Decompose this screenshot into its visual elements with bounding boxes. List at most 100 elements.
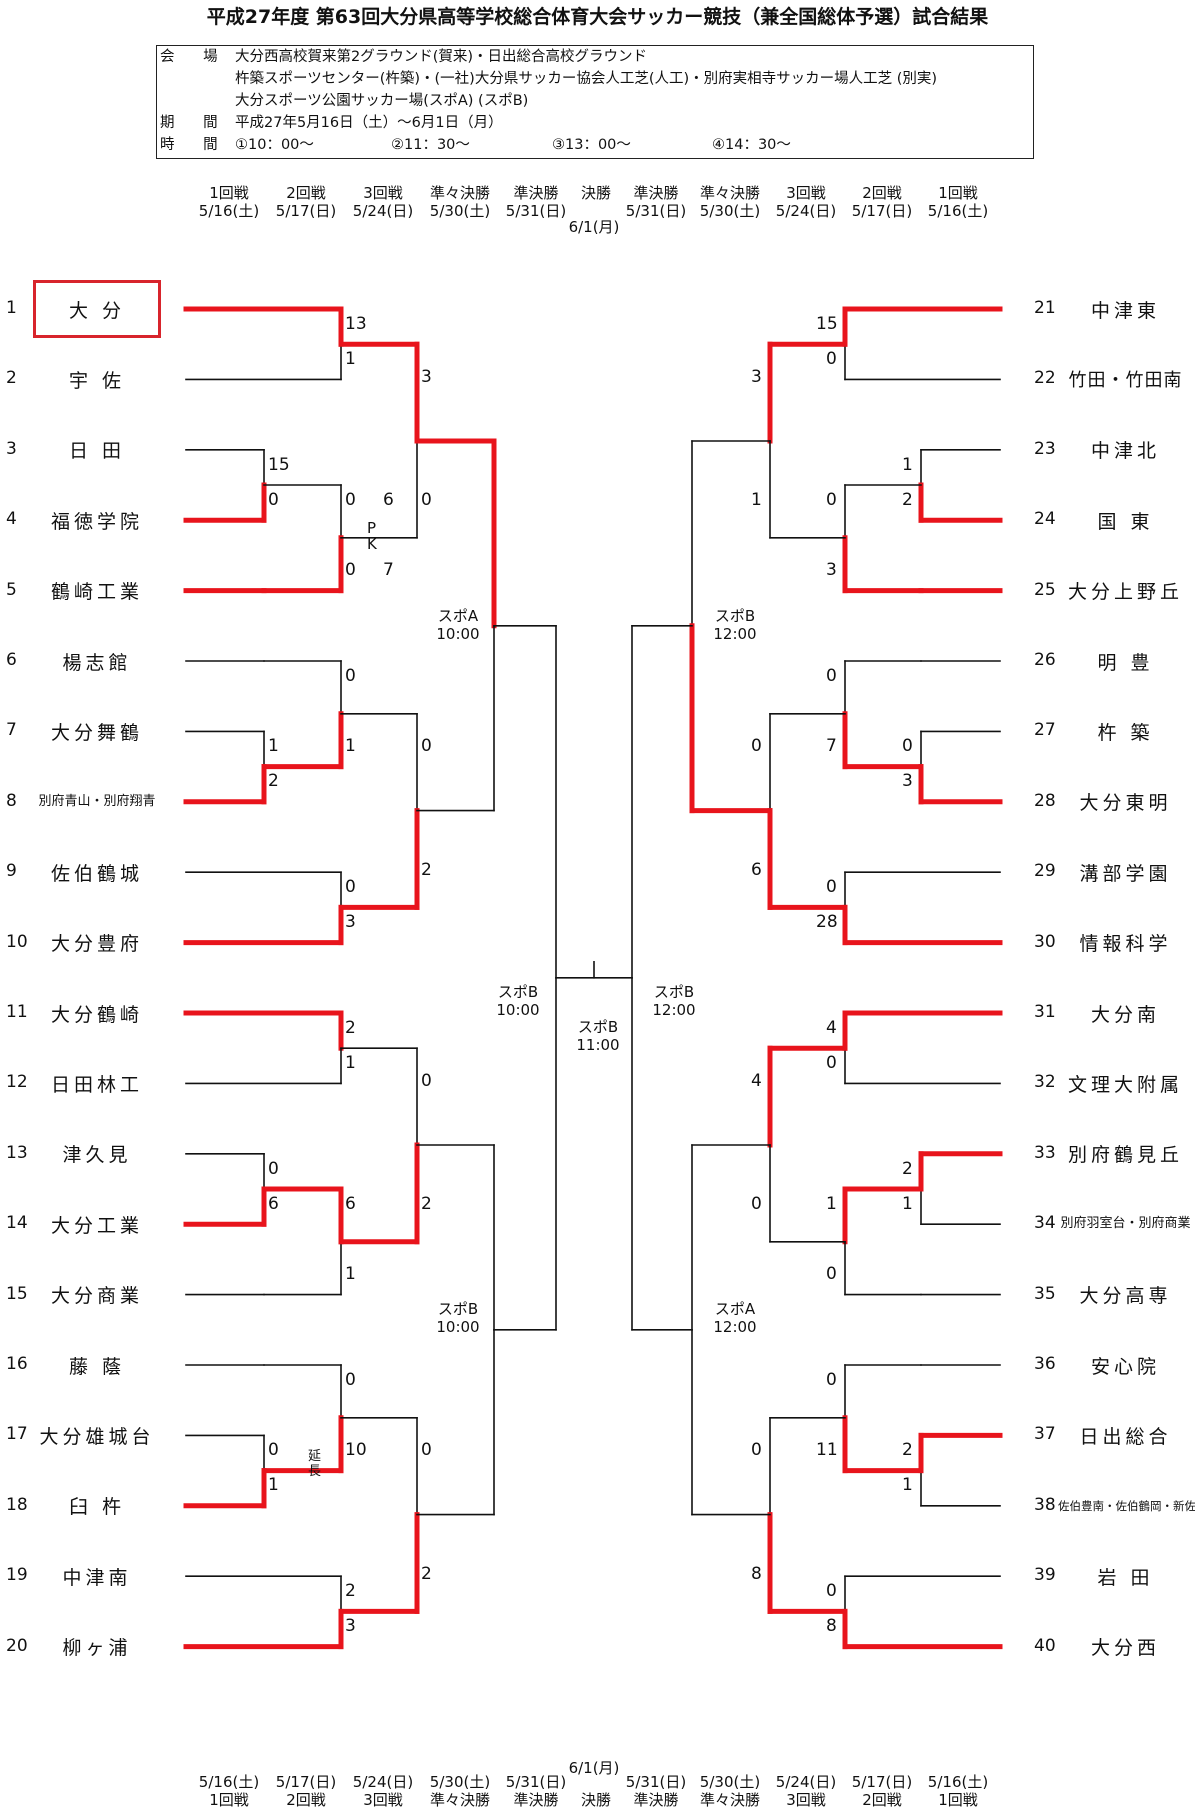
venue-name: スポB — [714, 607, 756, 625]
score: 0 — [345, 1370, 356, 1390]
venue-label: 会 場 — [160, 49, 230, 65]
score: 1 — [345, 1053, 356, 1073]
score: 0 — [826, 877, 837, 898]
venue-time: 12:00 — [713, 1318, 757, 1336]
team-seed: 7 — [6, 720, 17, 741]
team-seed: 20 — [6, 1635, 28, 1656]
team-name: 福徳学院 — [50, 510, 143, 533]
score: 15 — [816, 314, 838, 334]
team-seed: 23 — [1034, 438, 1056, 459]
team-name: 別府青山・別府翔青 — [38, 793, 156, 809]
round-name: 準々決勝 — [699, 1791, 760, 1809]
team-name: 楊志館 — [62, 651, 132, 674]
team-name: 佐伯豊南・佐伯鶴岡・新佐伯豊南 — [1058, 1498, 1195, 1513]
round-date: 5/24(日) — [775, 1773, 837, 1791]
round-name: 決勝 — [580, 184, 611, 202]
round-name: 準々決勝 — [429, 184, 490, 202]
score: 8 — [751, 1564, 762, 1585]
team-seed: 22 — [1034, 368, 1056, 389]
score: 1 — [268, 1475, 279, 1496]
team-seed: 5 — [6, 579, 17, 600]
score: 0 — [751, 1193, 762, 1214]
score: 0 — [345, 666, 356, 686]
highlight-box — [33, 280, 161, 338]
round-date: 5/31(日) — [625, 1773, 687, 1791]
score: 11 — [816, 1440, 838, 1461]
team-name: 杵 築 — [1097, 721, 1154, 744]
score: 0 — [421, 489, 432, 510]
team-seed: 3 — [6, 438, 17, 459]
round-name: 準決勝 — [513, 1791, 559, 1809]
round-name: 1回戦 — [209, 184, 249, 202]
score: 1 — [902, 1193, 913, 1214]
round-date: 5/17(日) — [851, 1773, 913, 1791]
team-seed: 30 — [1034, 931, 1056, 952]
round-name: 3回戦 — [363, 184, 403, 202]
team-seed: 26 — [1034, 650, 1056, 670]
team-name: 大分東明 — [1079, 792, 1172, 815]
round-date: 5/16(土) — [198, 202, 260, 220]
round-header-bottom-10: 5/17(日)2回戦 — [837, 1773, 927, 1809]
team-name: 日 田 — [68, 440, 126, 463]
team-name: 津久見 — [62, 1144, 132, 1167]
venue-time: 10:00 — [496, 1001, 540, 1019]
team-name: 情報科学 — [1079, 933, 1172, 956]
round-date: 5/24(日) — [775, 202, 837, 220]
pk-label: PK — [367, 519, 377, 554]
team-seed: 1 — [6, 298, 17, 318]
round-header-bottom-6: 決勝 — [551, 1773, 641, 1809]
round-date: 5/30(土) — [429, 1773, 491, 1791]
score: 0 — [268, 1440, 279, 1461]
team-seed: 38 — [1034, 1494, 1056, 1515]
time-slot-3: ③13：00～ — [552, 137, 631, 153]
time-row: 時 間 ①10：00～ ②11：30～ ③13：00～ ④14：30～ — [157, 134, 1027, 156]
team-seed: 19 — [6, 1565, 28, 1586]
team-seed: 32 — [1034, 1072, 1056, 1093]
team-seed: 28 — [1034, 790, 1056, 811]
round-header-top-6: 決勝 — [551, 184, 641, 220]
score: 10 — [345, 1440, 367, 1461]
round-name: 2回戦 — [286, 1791, 326, 1809]
team-name: 臼 杵 — [68, 1496, 126, 1519]
team-seed: 13 — [6, 1142, 28, 1163]
round-date: 5/17(日) — [275, 202, 337, 220]
round-name: 準決勝 — [513, 184, 559, 202]
round-name: 準決勝 — [633, 184, 679, 202]
team-seed: 36 — [1034, 1354, 1056, 1374]
time-label: 時 間 — [160, 137, 230, 153]
round-date: 5/24(日) — [352, 202, 414, 220]
team-name: 大分鶴崎 — [50, 1003, 143, 1026]
team-seed: 2 — [6, 368, 17, 389]
team-seed: 14 — [6, 1213, 28, 1234]
score: 3 — [345, 1616, 356, 1637]
team-seed: 34 — [1034, 1213, 1056, 1234]
team-name: 日田林工 — [50, 1073, 143, 1096]
round-date: 5/31(日) — [505, 202, 567, 220]
venue-name: スポB — [577, 1018, 619, 1036]
score: 4 — [751, 1071, 762, 1091]
team-name: 大分雄城台 — [39, 1425, 155, 1448]
score: 0 — [345, 489, 356, 510]
score: 3 — [345, 912, 356, 933]
venue-name: スポA — [714, 1300, 756, 1318]
score: 2 — [902, 1440, 913, 1461]
final-date-top: 6/1(月) — [568, 218, 620, 236]
team-seed: 24 — [1034, 509, 1056, 530]
score: 7 — [383, 560, 394, 581]
round-header-bottom-7: 5/31(日)準決勝 — [611, 1773, 701, 1809]
score: 1 — [345, 736, 356, 757]
score: 2 — [902, 1158, 913, 1179]
round-date: 5/17(日) — [851, 202, 913, 220]
team-name: 日出総合 — [1079, 1425, 1172, 1448]
score: 28 — [816, 912, 838, 933]
round-date: 5/16(土) — [198, 1773, 260, 1791]
round-name: 準々決勝 — [699, 184, 760, 202]
score: 7 — [826, 736, 837, 757]
round-date: 5/30(土) — [699, 202, 761, 220]
venue-time: 12:00 — [652, 1001, 696, 1019]
round-header-bottom-2: 5/17(日)2回戦 — [261, 1773, 351, 1809]
venue-line-3: 大分スポーツ公園サッカー場(スポA) (スポB) — [235, 93, 529, 109]
score: 0 — [826, 1370, 837, 1390]
